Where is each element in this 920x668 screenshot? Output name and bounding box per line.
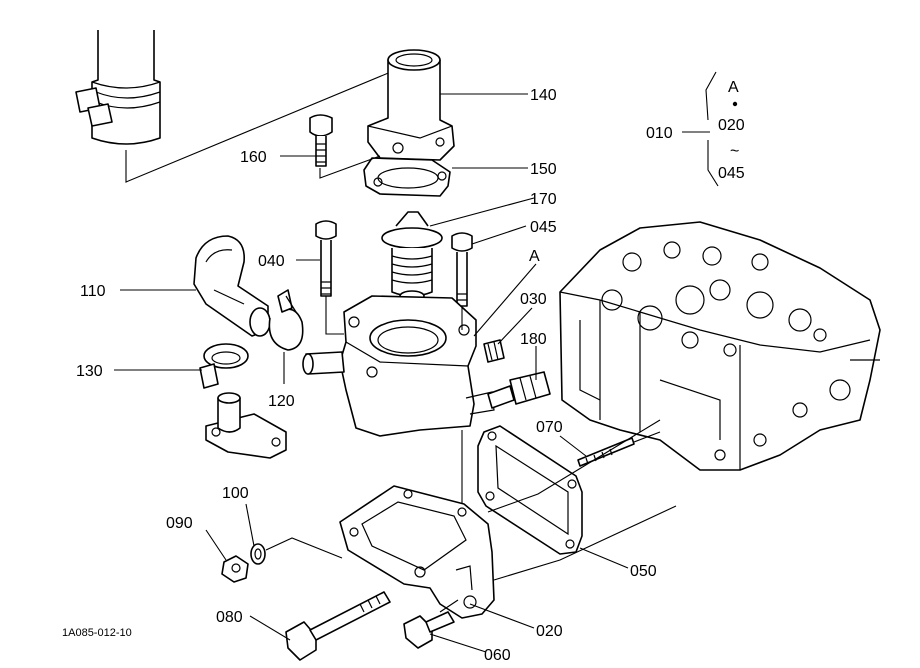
callout-030: 030	[520, 291, 547, 308]
callout-090: 090	[166, 515, 193, 532]
bypass-hose	[193, 235, 271, 337]
callout-140: 140	[530, 87, 557, 104]
bolt-060	[403, 611, 455, 649]
stud-070	[577, 431, 661, 467]
nut-090	[221, 555, 249, 583]
water-flange-020	[339, 485, 495, 619]
range-tilde: ~	[730, 143, 739, 160]
range-note-labels: 010 A 020 ~ 045	[646, 79, 745, 182]
thermostat	[381, 211, 443, 302]
callout-060: 060	[484, 647, 511, 664]
pipe-flange-lower-left	[205, 392, 287, 459]
callout-180: 180	[520, 331, 547, 348]
hose-clamp-130	[199, 343, 249, 389]
callout-a: A	[529, 248, 540, 265]
callout-160: 160	[240, 149, 267, 166]
callout-leaders	[114, 93, 629, 653]
temperature-sensor	[487, 371, 551, 409]
callout-080: 080	[216, 609, 243, 626]
thermostat-housing	[302, 295, 495, 437]
range-dot	[732, 101, 738, 107]
callout-130: 130	[76, 363, 103, 380]
gasket-050	[477, 425, 583, 555]
callout-040: 040	[258, 253, 285, 270]
callout-050: 050	[630, 563, 657, 580]
range-parent-label: 010	[646, 125, 673, 142]
callout-labels: 140 150 160 170 045 040 A 030 110 180 13…	[76, 87, 657, 664]
cylinder-head	[559, 221, 881, 471]
callout-045: 045	[530, 219, 557, 236]
bolt-040	[315, 220, 337, 297]
range-to-label: 045	[718, 165, 745, 182]
range-from-label: 020	[718, 117, 745, 134]
callout-150: 150	[530, 161, 557, 178]
water-outlet-flange	[367, 49, 455, 161]
assembly-lines	[265, 296, 677, 613]
bolt-045	[451, 232, 473, 307]
callout-170: 170	[530, 191, 557, 208]
bolt-160	[309, 114, 381, 179]
callout-120: 120	[268, 393, 295, 410]
callout-110: 110	[80, 283, 106, 300]
bolt-080	[285, 591, 391, 661]
upper-hose-with-clamp	[75, 30, 411, 183]
range-note	[682, 71, 738, 187]
washer-100	[250, 543, 266, 565]
outlet-gasket	[363, 157, 451, 197]
plug-030	[483, 339, 505, 363]
callout-020: 020	[536, 623, 563, 640]
callout-070: 070	[536, 419, 563, 436]
diagram-id: 1A085-012-10	[62, 627, 132, 639]
callout-100: 100	[222, 485, 249, 502]
range-letter-label: A	[728, 79, 739, 96]
hose-clamp-120	[268, 289, 304, 351]
